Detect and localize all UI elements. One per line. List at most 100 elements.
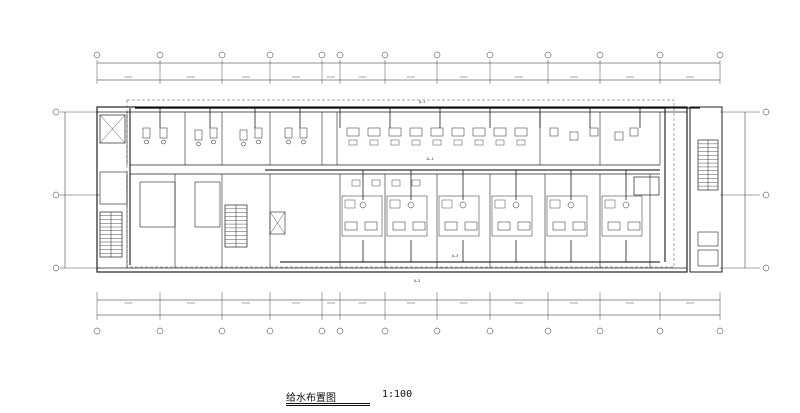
stair-tower-outline: [689, 106, 723, 273]
toilet-fixture: [142, 127, 151, 139]
grid-bubble-top: [544, 51, 552, 59]
outer-wall: [96, 106, 688, 273]
bed-table: [516, 139, 526, 146]
grid-bubble-left: [52, 108, 60, 116]
room-partitions: [99, 112, 661, 268]
ward-room: [386, 195, 428, 237]
grid-bubble-top: [218, 51, 226, 59]
basin: [144, 139, 149, 145]
bed: [367, 127, 381, 137]
ward-toilet: [604, 199, 616, 209]
bed-table: [411, 139, 421, 146]
room-tag-label: JL-3: [451, 254, 458, 258]
bed-table: [432, 139, 442, 146]
bed: [388, 127, 402, 137]
basin: [301, 139, 306, 145]
grid-bubble-bottom: [596, 327, 604, 335]
grid-bubble-right: [762, 264, 770, 272]
grid-bubble-top: [716, 51, 724, 59]
ward-bed: [344, 221, 358, 231]
grid-bubble-bottom: [336, 327, 344, 335]
grid-bubble-top: [381, 51, 389, 59]
bed: [409, 127, 423, 137]
sink: [371, 179, 381, 187]
toilet-fixture: [299, 127, 308, 139]
grid-bubble-left: [52, 264, 60, 272]
bed: [430, 127, 444, 137]
fixture: [629, 127, 639, 137]
basin: [211, 139, 216, 145]
corridor-label: 1L-1: [426, 157, 434, 161]
toilet-fixture: [159, 127, 168, 139]
grid-bubble-right: [762, 191, 770, 199]
ward-toilet: [389, 199, 401, 209]
ward-room: [491, 195, 533, 237]
drawing-scale: 1:100: [382, 389, 413, 400]
basin: [512, 201, 520, 209]
grid-bubble-bottom: [93, 327, 101, 335]
grid-bubble-bottom: [318, 327, 326, 335]
tower-room-2: [697, 249, 719, 267]
sink: [411, 179, 421, 187]
grid-bubble-bottom: [156, 327, 164, 335]
basin: [161, 139, 166, 145]
water-supply-pipes: [129, 107, 700, 265]
grid-bubble-top: [656, 51, 664, 59]
ward-room: [601, 195, 643, 237]
bed-table: [390, 139, 400, 146]
bed: [451, 127, 465, 137]
basin: [622, 201, 630, 209]
basin: [196, 141, 201, 147]
side-dimension-lines: [52, 108, 770, 272]
grid-bubble-top: [486, 51, 494, 59]
bed: [472, 127, 486, 137]
grid-bubble-bottom: [433, 327, 441, 335]
ward-bed: [607, 221, 621, 231]
toilet-fixture: [194, 129, 203, 141]
plumbing-fixtures: [142, 127, 641, 231]
bed: [346, 127, 360, 137]
sink: [391, 179, 401, 187]
bed-table: [474, 139, 484, 146]
bed-table: [369, 139, 379, 146]
ward-bed: [412, 221, 426, 231]
ward-toilet: [344, 199, 356, 209]
toilet-fixture: [254, 127, 263, 139]
grid-bubble-bottom: [716, 327, 724, 335]
drawing-title: 给水布置图: [286, 393, 336, 404]
grid-bubble-bottom: [266, 327, 274, 335]
shaft-cross: [99, 114, 126, 144]
basin: [256, 139, 261, 145]
bed-table: [348, 139, 358, 146]
grid-bubble-top: [596, 51, 604, 59]
bed: [493, 127, 507, 137]
title-underline-thin: [286, 405, 370, 406]
ward-toilet: [549, 199, 561, 209]
ward-bed: [364, 221, 378, 231]
sink: [351, 179, 361, 187]
plan-labels: JL-1 1L-1 JL-2 JL-3: [413, 100, 458, 283]
ward-bed: [572, 221, 586, 231]
bottom-dimension-lines: [93, 292, 724, 335]
ward-room: [546, 195, 588, 237]
ward-toilet: [494, 199, 506, 209]
title-underline: [286, 403, 370, 404]
basin: [241, 141, 246, 147]
ward-room: [341, 195, 383, 237]
grid-bubble-top: [318, 51, 326, 59]
grid-bubble-top: [93, 51, 101, 59]
stairwells: [99, 139, 719, 267]
left-lab-room-2: [194, 181, 221, 228]
elevator-cross: [269, 211, 286, 235]
fixture: [614, 131, 624, 141]
equipment-box: [633, 176, 660, 196]
ward-bed: [517, 221, 531, 231]
toilet-fixture: [209, 127, 218, 139]
fixture: [549, 127, 559, 137]
fixture: [589, 127, 599, 137]
ward-bed: [497, 221, 511, 231]
grid-bubble-bottom: [381, 327, 389, 335]
grid-bubble-top: [156, 51, 164, 59]
bed-table: [453, 139, 463, 146]
